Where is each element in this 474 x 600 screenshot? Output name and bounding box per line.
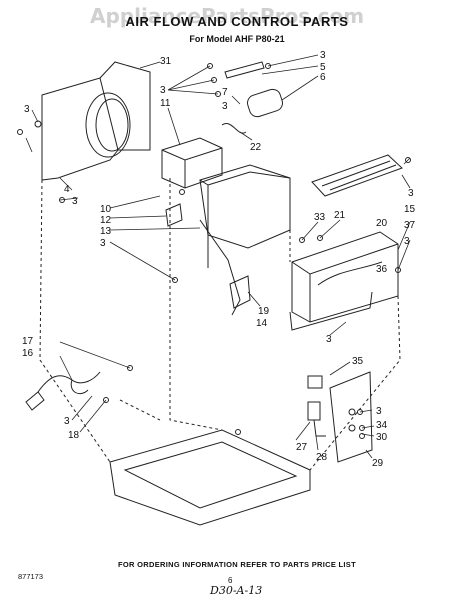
callout: 3 xyxy=(160,85,166,96)
callout: 21 xyxy=(334,210,346,221)
callout: 3 xyxy=(404,236,410,247)
drip-tray xyxy=(289,291,373,331)
callout: 3 xyxy=(100,238,106,249)
callout: 27 xyxy=(296,442,308,453)
air-filter-mesh xyxy=(321,160,397,191)
callout: 19 xyxy=(258,306,270,317)
callout: 6 xyxy=(320,72,326,83)
bracket-strip xyxy=(224,61,265,79)
callout: 3 xyxy=(24,104,30,115)
callout: 37 xyxy=(404,220,416,231)
callout: 5 xyxy=(320,62,326,73)
callout: 3 xyxy=(72,196,78,207)
leader-lines xyxy=(25,54,411,459)
callout: 11 xyxy=(160,98,171,109)
partition-panel xyxy=(199,164,291,249)
housing-coil xyxy=(317,261,383,286)
switch-28 xyxy=(307,401,321,421)
callout: 3 xyxy=(326,334,332,345)
callout: 4 xyxy=(64,184,70,195)
callout: 17 xyxy=(22,336,34,347)
bracket-19 xyxy=(229,275,251,309)
callout: 22 xyxy=(250,142,262,153)
callout-labels: 31 3 5 6 3 11 7 3 3 22 4 3 10 12 13 3 33… xyxy=(22,50,416,469)
callout: 34 xyxy=(376,420,388,431)
fan-opening xyxy=(85,92,131,158)
control-box-edge xyxy=(161,147,223,188)
callout: 18 xyxy=(68,430,80,441)
control-box xyxy=(161,137,223,189)
bracket-29 xyxy=(329,371,373,463)
callout: 3 xyxy=(320,50,326,61)
callout: 12 xyxy=(100,215,112,226)
front-panel-shroud xyxy=(99,61,151,151)
callout: 35 xyxy=(352,356,364,367)
callout: 3 xyxy=(222,101,228,112)
air-filter xyxy=(311,154,403,197)
mesh-12 xyxy=(165,203,183,227)
callout: 3 xyxy=(376,406,382,417)
watermark: AppliancePartsPros.com xyxy=(90,4,365,28)
power-plug xyxy=(25,391,45,411)
housing-20-top xyxy=(291,243,399,322)
housing-20 xyxy=(291,231,399,323)
bracket-hole xyxy=(348,408,356,416)
diagram-title: AIR FLOW AND CONTROL PARTS xyxy=(125,14,349,29)
model-subtitle: For Model AHF P80-21 xyxy=(189,34,285,44)
page-number: 6 xyxy=(228,576,233,585)
bracket-hole-2 xyxy=(348,424,356,432)
callout: 29 xyxy=(372,458,384,469)
ordering-note: FOR ORDERING INFORMATION REFER TO PARTS … xyxy=(118,560,356,569)
drawing-lines xyxy=(17,54,411,526)
callout: 13 xyxy=(100,226,112,237)
screws xyxy=(17,63,411,439)
partition-lower xyxy=(199,219,241,316)
callout: 30 xyxy=(376,432,388,443)
callout: 3 xyxy=(64,416,70,427)
base-pan-inner xyxy=(123,441,298,509)
callout: 20 xyxy=(376,218,388,229)
callout: 36 xyxy=(376,264,388,275)
capacitor xyxy=(247,88,283,118)
switch-wire xyxy=(313,419,326,437)
wire-22 xyxy=(221,123,247,134)
callout: 3 xyxy=(408,188,414,199)
handwritten-note: D30-A-13 xyxy=(210,584,263,597)
callout: 15 xyxy=(404,204,416,215)
callout: 16 xyxy=(22,348,34,359)
callout: 7 xyxy=(222,87,228,98)
callout: 10 xyxy=(100,204,112,215)
alignment-lines xyxy=(39,178,401,471)
callout: 33 xyxy=(314,212,326,223)
partition-fold xyxy=(199,171,291,235)
callout: 14 xyxy=(256,318,268,329)
callout: 28 xyxy=(316,452,328,463)
diagram-code: 877173 xyxy=(18,572,44,581)
power-cord xyxy=(37,371,101,395)
callout: 31 xyxy=(160,56,172,67)
switch-27 xyxy=(307,375,323,389)
fan-opening-inner xyxy=(95,98,129,152)
